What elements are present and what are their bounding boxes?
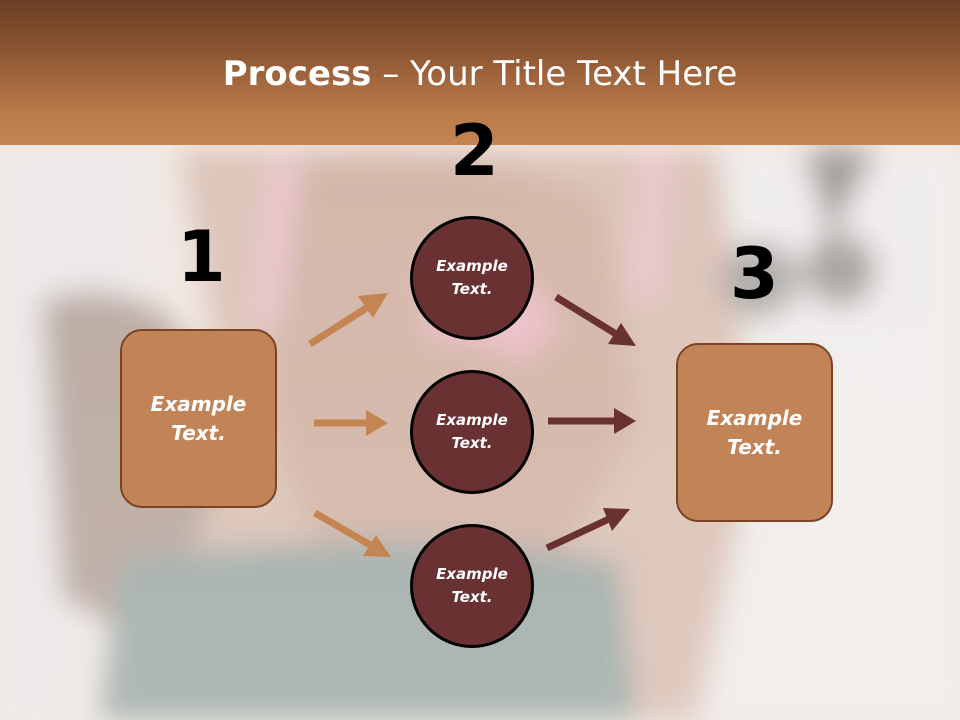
step-number-1: 1 bbox=[177, 216, 226, 298]
circle-middle-line1: Example bbox=[436, 410, 508, 429]
arrow-1-to-bottom bbox=[313, 509, 391, 557]
step-number-2: 2 bbox=[450, 110, 499, 192]
arrow-middle-to-3 bbox=[548, 408, 636, 434]
slide-title: Process – Your Title Text Here bbox=[0, 54, 960, 94]
box-left-line1: Example bbox=[150, 391, 247, 416]
title-rest: – Your Title Text Here bbox=[371, 54, 738, 94]
circle-bottom-line1: Example bbox=[436, 564, 508, 583]
box-right-line2: Text. bbox=[727, 434, 782, 459]
circle-bottom-line2: Text. bbox=[451, 588, 493, 606]
arrow-1-to-middle bbox=[314, 410, 388, 436]
title-bold: Process bbox=[222, 54, 372, 94]
arrow-1-to-top bbox=[308, 293, 388, 347]
box-left-line2: Text. bbox=[171, 420, 226, 445]
header-bar bbox=[0, 0, 960, 145]
box-right-line1: Example bbox=[706, 405, 803, 430]
step-number-3: 3 bbox=[730, 233, 779, 315]
arrow-top-to-3 bbox=[554, 294, 636, 346]
circle-top-line2: Text. bbox=[451, 280, 493, 298]
arrow-bottom-to-3 bbox=[545, 508, 630, 552]
circle-middle-line2: Text. bbox=[451, 434, 493, 452]
circle-top-line1: Example bbox=[436, 256, 508, 275]
